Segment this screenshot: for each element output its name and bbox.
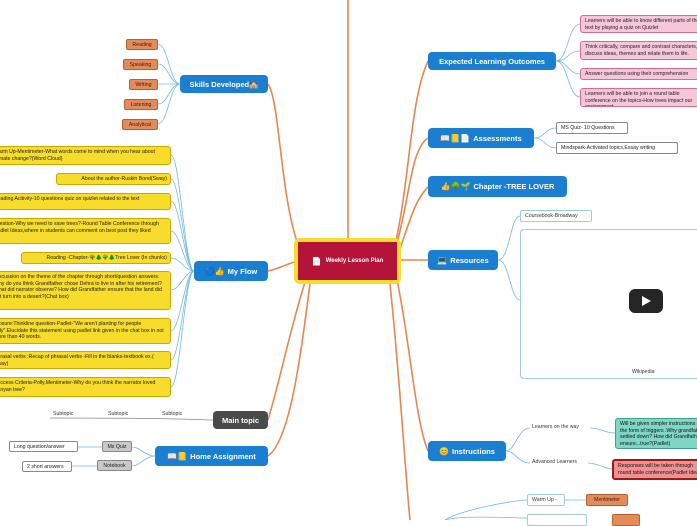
assignment-detail[interactable]: Long question/answer [9,441,78,452]
my-flow-node[interactable]: 🔵👍 My Flow [194,261,268,281]
subtopic-label[interactable]: Subtopic [53,411,74,417]
main-topic-label: Main topic [221,415,260,425]
expected-outcomes-node[interactable]: Expected Learning Outcomes [428,52,556,70]
resources-node[interactable]: 💻 Resources [428,250,498,270]
assessment-item[interactable]: Mindspark-Activated topics,Essay writing [556,142,678,154]
instruction-branch[interactable]: Advanced Learners [532,459,577,465]
flow-item[interactable]: Discussion on the theme of the chapter t… [0,271,171,310]
home-assignment-node[interactable]: 📖📒 Home Assignment [155,446,268,466]
instructions-label: Instructions [452,446,495,456]
assignment-item[interactable]: Notebook [97,460,132,471]
central-topic-inner: 📄 Weekly Lesson Plan [298,242,397,280]
flow-item[interactable]: Success Criteria-Polly,Mentimeter-Why do… [0,377,171,397]
flow-item[interactable]: Warm Up-Mentimeter-What words come to mi… [0,146,171,165]
tree-icon: 👍🌳🌱 [440,182,471,191]
assessments-node[interactable]: 📖📒📄 Assessments [428,128,534,148]
instruction-detail[interactable]: Responses will be taken through round ta… [612,459,697,480]
flow-item[interactable]: Reading -Chapter-🌳🌲🌳🌲Tree Lover (In chun… [21,252,171,264]
outcome-item[interactable]: Answer questions using their comprehensi… [580,68,697,80]
document-icon: 📄 [311,256,322,266]
book-icon: 📖📒📄 [440,133,471,143]
chapter-node[interactable]: 👍🌳🌱 Chapter -TREE LOVER [428,176,567,197]
assessment-item[interactable]: MS Quiz- 10 Questions [556,122,628,134]
outcome-item[interactable]: Learners will be able to know different … [580,15,697,33]
outcome-item[interactable]: Think critically, compare and contrast c… [580,41,697,60]
play-icon[interactable] [629,289,663,313]
thumbs-up-icon: 🔵👍 [204,266,225,276]
assignment-detail[interactable]: 2 short answers [22,461,72,472]
skills-developed-label: Skills Developed🏫 [189,79,259,89]
bottom-leaf-item[interactable] [612,514,640,526]
assessments-label: Assessments [473,133,522,143]
flow-item[interactable]: Reading Acitivity-10 questions quiz on q… [0,193,171,210]
my-flow-label: My Flow [227,266,258,276]
subtopic-label[interactable]: Subtopic [108,411,129,417]
instructions-node[interactable]: 😊 Instructions [428,441,506,461]
skill-item[interactable]: Speaking [123,59,158,70]
instruction-detail[interactable]: Will be given simpler instructions in th… [615,418,697,449]
flow-item[interactable]: Closure:Thinkline question-Padlet-"We ar… [0,318,171,344]
central-topic-label: Weekly Lesson Plan [325,258,384,264]
flow-item[interactable]: About the author-Ruskin Bond(Sway) [56,173,171,185]
smile-icon: 😊 [439,446,450,456]
bottom-leaf-item[interactable]: Mentimeter [586,494,628,506]
assignment-item[interactable]: Ms Quiz [102,441,132,452]
skills-developed-node[interactable]: Skills Developed🏫 [180,75,268,93]
outcome-item[interactable]: Learners will be able to join a round ta… [580,88,697,107]
video-embed[interactable]: Wikipedia [520,229,697,379]
instruction-branch[interactable]: Learners on the way [532,424,580,430]
flow-item[interactable]: question-Why we need to save trees?-Roun… [0,218,171,244]
expected-outcomes-label: Expected Learning Outcomes [439,56,545,66]
skill-item[interactable]: Listening [124,99,158,110]
chapter-label: Chapter -TREE LOVER [473,182,555,191]
subtopic-label[interactable]: Subtopic [162,411,183,417]
bottom-branch-item[interactable]: Warm Up - [527,494,565,506]
resources-label: Resources [450,255,489,265]
home-assignment-label: Home Assignment [190,451,256,461]
skill-item[interactable]: Writing [129,79,158,90]
video-caption: Wikipedia [632,369,655,375]
skill-item[interactable]: Analytical [122,119,158,130]
flow-item[interactable]: Phrasal verbs :Recap of phrasal verbs -F… [0,351,171,369]
skill-item[interactable]: Reading [126,39,158,50]
laptop-icon: 💻 [437,255,448,265]
central-topic[interactable]: 📄 Weekly Lesson Plan [294,238,401,284]
main-topic-node[interactable]: Main topic [213,411,268,429]
bottom-branch-item[interactable] [527,514,587,526]
book-icon: 📖📒 [167,451,188,461]
resource-item[interactable]: Coursebook-Broadway [520,210,592,222]
